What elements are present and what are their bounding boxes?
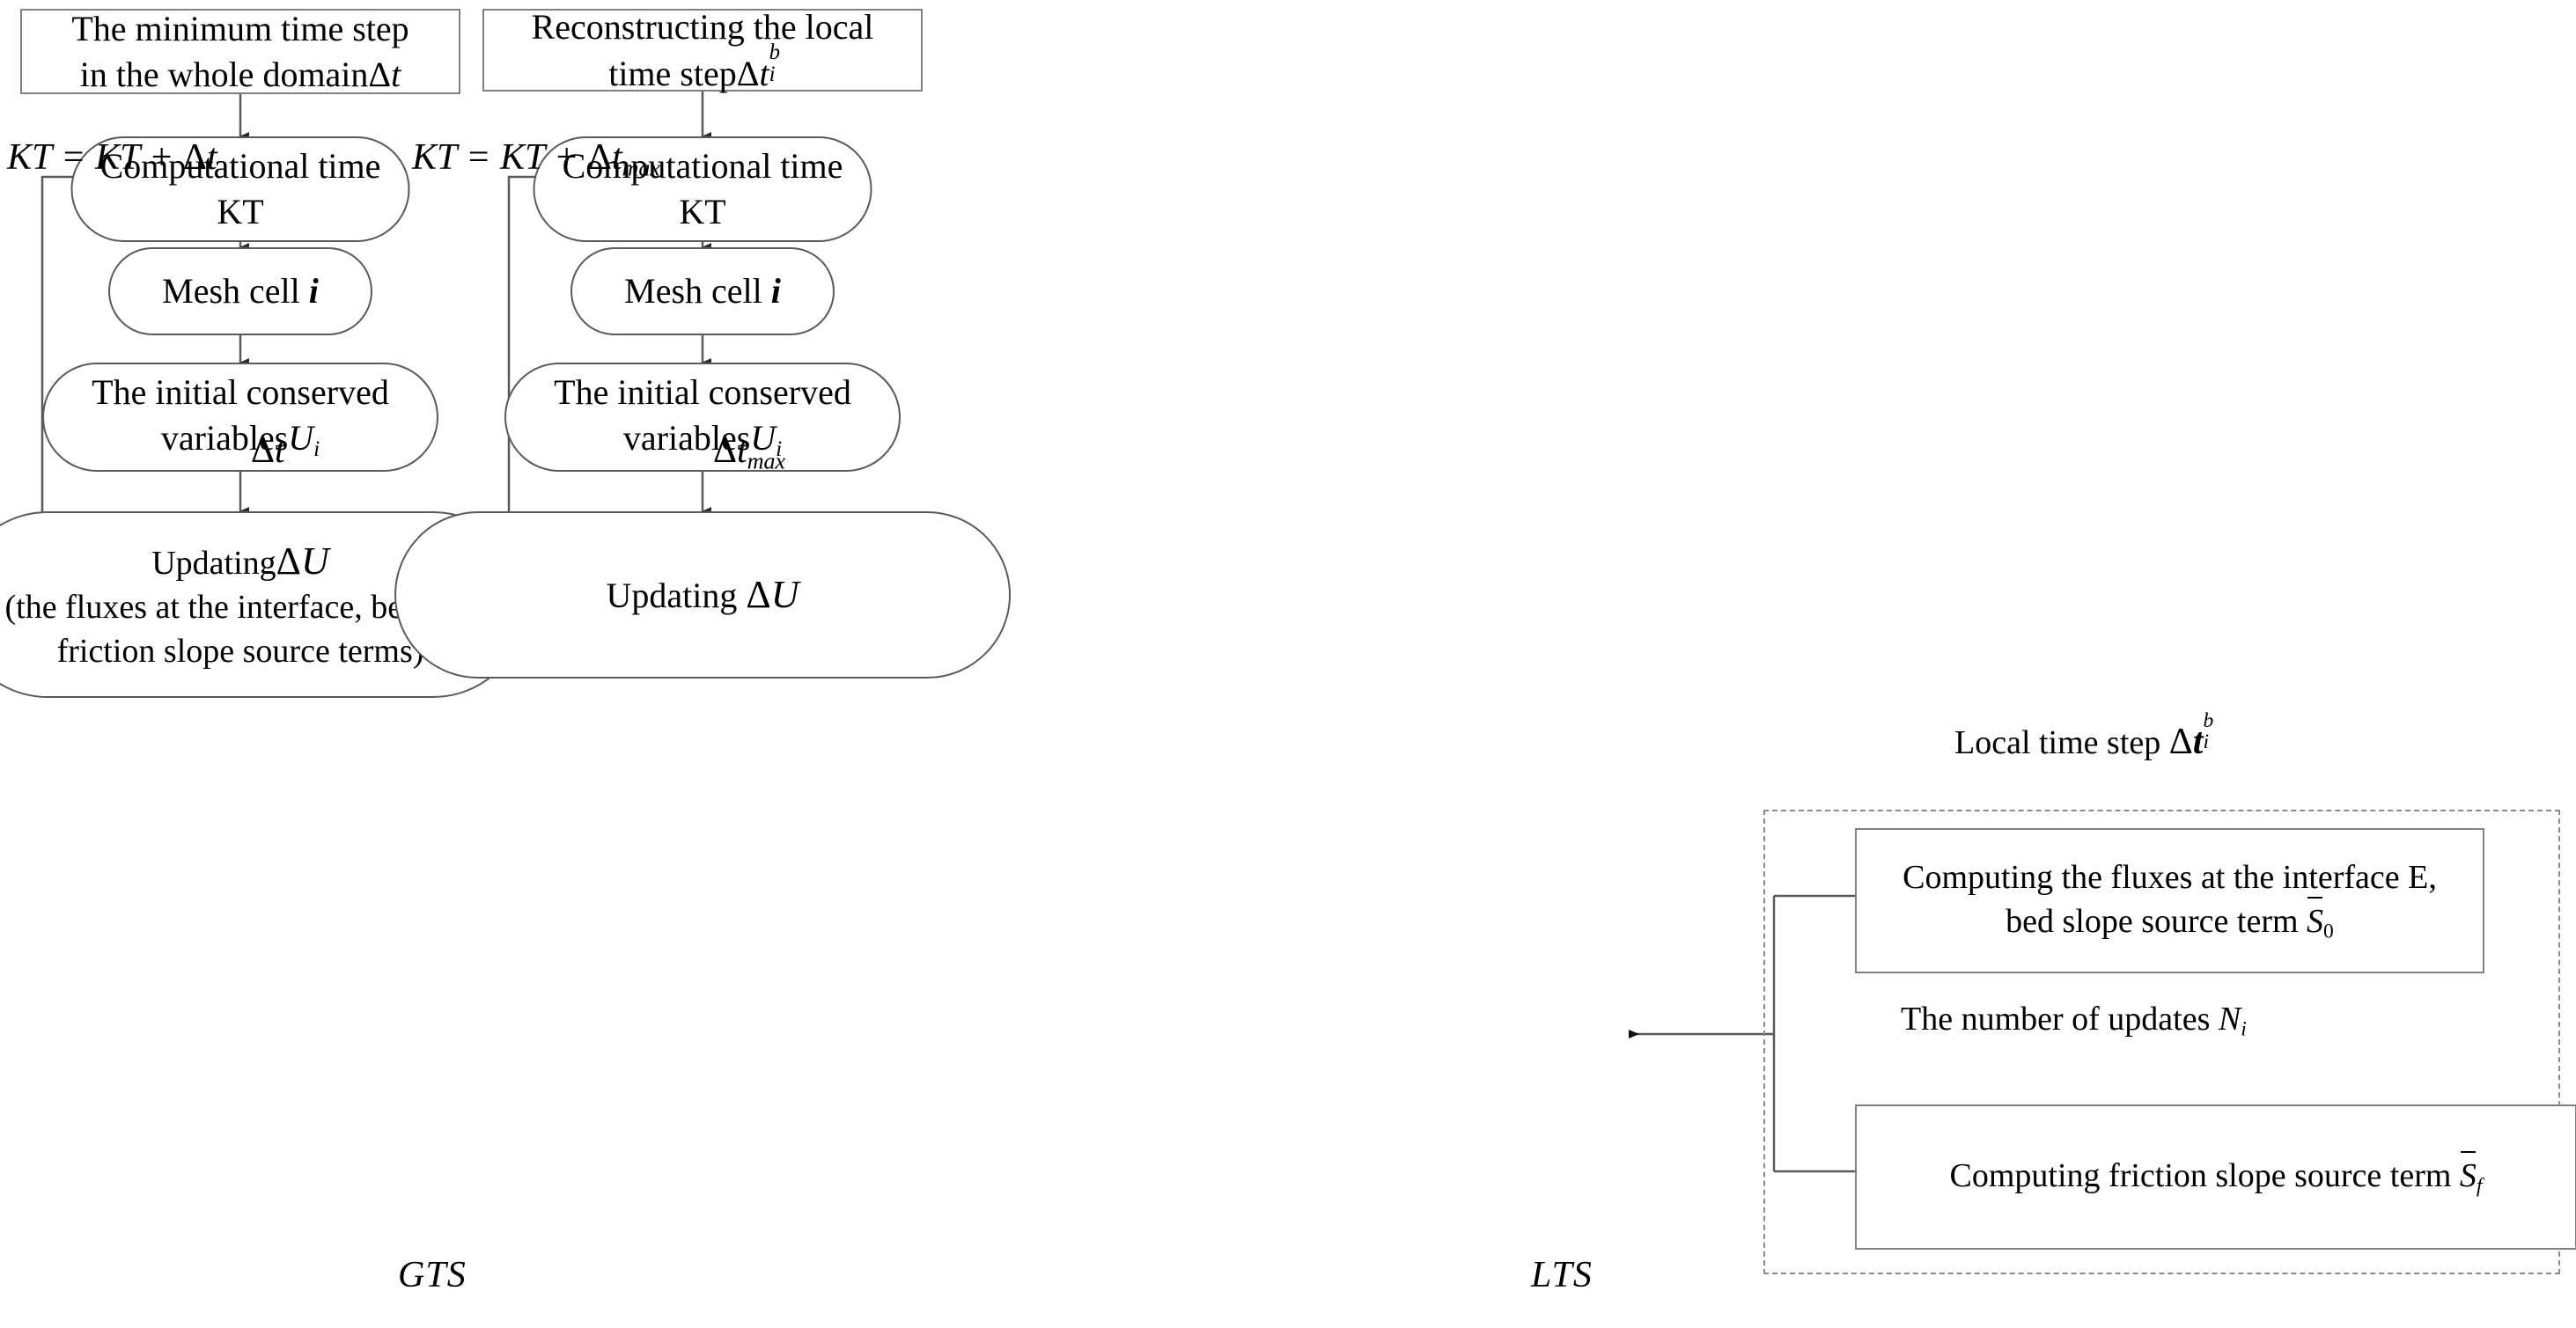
lts-init-line1: The initial conserved [554,372,851,413]
t-symbol: t [611,137,622,178]
gts-comp-time-line1: Computational time [99,146,381,186]
t-symbol: t [2192,722,2204,762]
U-subscript: i [313,437,320,462]
gts-node-mesh-cell[interactable]: Mesh cell i [108,247,372,335]
lts-feedback-text: KT = KT + [412,137,588,178]
updates-label-prefix: The number of updates [1901,1001,2219,1038]
i-symbol: i [770,271,781,311]
gts-node-initial-conserved[interactable]: The initial conserved variablesUi [42,363,438,472]
t-subscript: i [2203,730,2209,753]
gts-init-line2: variables [160,418,289,459]
friction-line1: Computing friction slope source term [1949,1156,2460,1194]
lts-comp-time-line2: KT [679,192,726,231]
lts-reconstruct-line2: time step [608,53,737,93]
gts-node-min-time-step[interactable]: The minimum time step in the whole domai… [20,9,460,94]
N-symbol: N [2218,1001,2241,1038]
lts-feedback-label: KT = KT + Δtmax [412,136,660,181]
gts-feedback-label: KT = KT + Δt [7,136,217,179]
t-symbol: t [391,54,401,94]
lts-mesh-cell-label: Mesh cell [624,271,771,311]
N-subscript: i [2241,1017,2247,1041]
gts-min-time-step-line1: The minimum time step [71,8,409,48]
lts-comp-time-line1: Computational time [562,146,843,186]
delta-symbol: Δ [368,54,392,94]
t-subscript: i [769,62,776,86]
t-subscript: max [622,155,660,181]
S-subscript: f [2476,1174,2483,1198]
gts-comp-time-line2: KT [217,192,264,231]
t-symbol: t [206,137,217,178]
delta-symbol: Δ [713,430,738,471]
U-subscript: i [776,437,783,462]
lts-timestep-edge-label: Δtmax [713,429,785,474]
delta-symbol: Δ [587,137,612,178]
U-symbol: U [770,573,799,617]
S-bar-symbol: S [2307,896,2323,943]
t-subscript: max [747,448,786,474]
lts-node-fluxes-bed-slope[interactable]: Computing the fluxes at the interface E,… [1855,828,2484,973]
delta-symbol: Δ [746,573,771,617]
gts-feedback-text: KT = KT + [7,137,183,178]
lts-reconstruct-line1: Reconstructing the local [531,6,874,47]
lts-node-friction-slope[interactable]: Computing friction slope source term Sf [1855,1104,2576,1250]
fluxes-line1: Computing the fluxes at the interface E, [1903,859,2437,897]
U-symbol: U [750,418,776,459]
t-symbol: t [759,53,769,93]
delta-symbol: Δ [736,53,760,93]
lts-node-mesh-cell[interactable]: Mesh cell i [570,247,835,335]
gts-min-time-step-line2: in the whole domain [79,54,369,94]
group-label-prefix: Local time step [1954,724,2169,761]
t-symbol: t [275,430,285,471]
S-bar-symbol: S [2460,1151,2477,1198]
local-time-step-group [1763,810,2560,1274]
gts-timestep-edge-label: Δt [251,429,285,472]
lts-node-computational-time[interactable]: Computational time KT [533,136,872,242]
gts-updating-line1: Updating [151,545,276,583]
i-symbol: i [308,271,319,311]
fluxes-line2: bed slope source term [2006,902,2307,940]
delta-symbol: Δ [251,430,276,471]
S-subscript: 0 [2323,920,2334,943]
gts-caption: GTS [398,1255,467,1295]
lts-init-line2: variables [622,418,751,459]
lts-caption: LTS [1531,1255,1593,1295]
lts-updating-label: Updating [606,576,747,616]
gts-init-line1: The initial conserved [92,372,389,413]
delta-symbol: Δ [2168,722,2193,762]
delta-symbol: Δ [182,137,207,178]
gts-mesh-cell-label: Mesh cell [162,271,309,311]
U-symbol: U [288,418,314,459]
gts-updating-line3: friction slope source terms) [56,632,424,670]
t-symbol: t [737,430,747,471]
lts-node-updating-du[interactable]: Updating ΔU [394,511,1011,679]
lts-node-initial-conserved[interactable]: The initial conserved variablesUi [504,363,901,472]
t-superscript: b [769,40,780,64]
U-symbol: U [300,539,329,583]
delta-symbol: Δ [276,539,301,583]
gts-node-computational-time[interactable]: Computational time KT [70,136,410,242]
t-superscript: b [2203,708,2214,732]
number-of-updates-label: The number of updates Ni [1901,1000,2247,1042]
